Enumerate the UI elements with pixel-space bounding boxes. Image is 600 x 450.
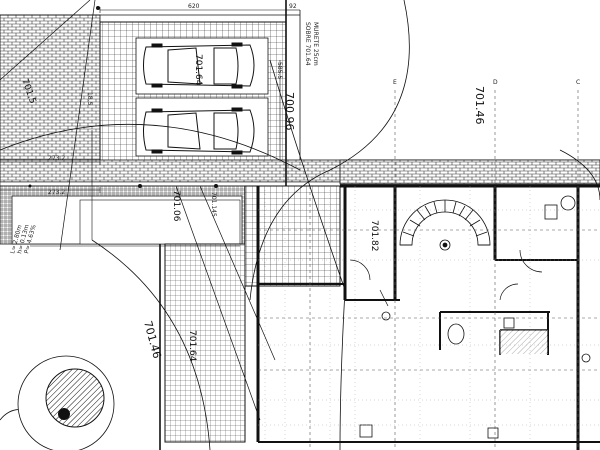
label-dim-a: 273.2 (48, 155, 65, 162)
axis-grid (258, 90, 600, 450)
label-axis-c: C (576, 79, 580, 86)
label-wall-note-1: MURETE 25cm (312, 22, 319, 66)
label-elevation-slope: 701.145 (210, 192, 217, 217)
car-bottom (143, 107, 255, 155)
label-elevation-hall: 701.82 (369, 220, 379, 252)
tree-symbol (17, 355, 115, 450)
label-dim-top-right: 92 (289, 3, 297, 10)
label-dim-b: 273.2 (48, 189, 65, 196)
label-axis-e: E (393, 79, 397, 86)
bathroom-fixtures (359, 195, 591, 439)
label-elevation-patio: 701.06 (171, 190, 181, 222)
label-dim-top: 620 (188, 3, 200, 10)
label-elevation-parking: 701.64 (193, 54, 203, 86)
car-top (143, 42, 255, 89)
label-axis-d: D (493, 79, 498, 86)
label-dim-side: 18.5 (86, 92, 93, 106)
label-dim-c: 585.5 (276, 62, 283, 79)
label-wall-note-2: SOBRE 701.64 (304, 22, 311, 66)
door-swings (349, 249, 543, 307)
label-elevation-main: 701.46 (473, 86, 486, 125)
label-elevation-garden: 700.96 (283, 92, 296, 131)
label-elevation-deck: 701.64 (187, 330, 197, 362)
spiral-staircase (399, 199, 491, 251)
brick-paving-left (0, 14, 101, 161)
